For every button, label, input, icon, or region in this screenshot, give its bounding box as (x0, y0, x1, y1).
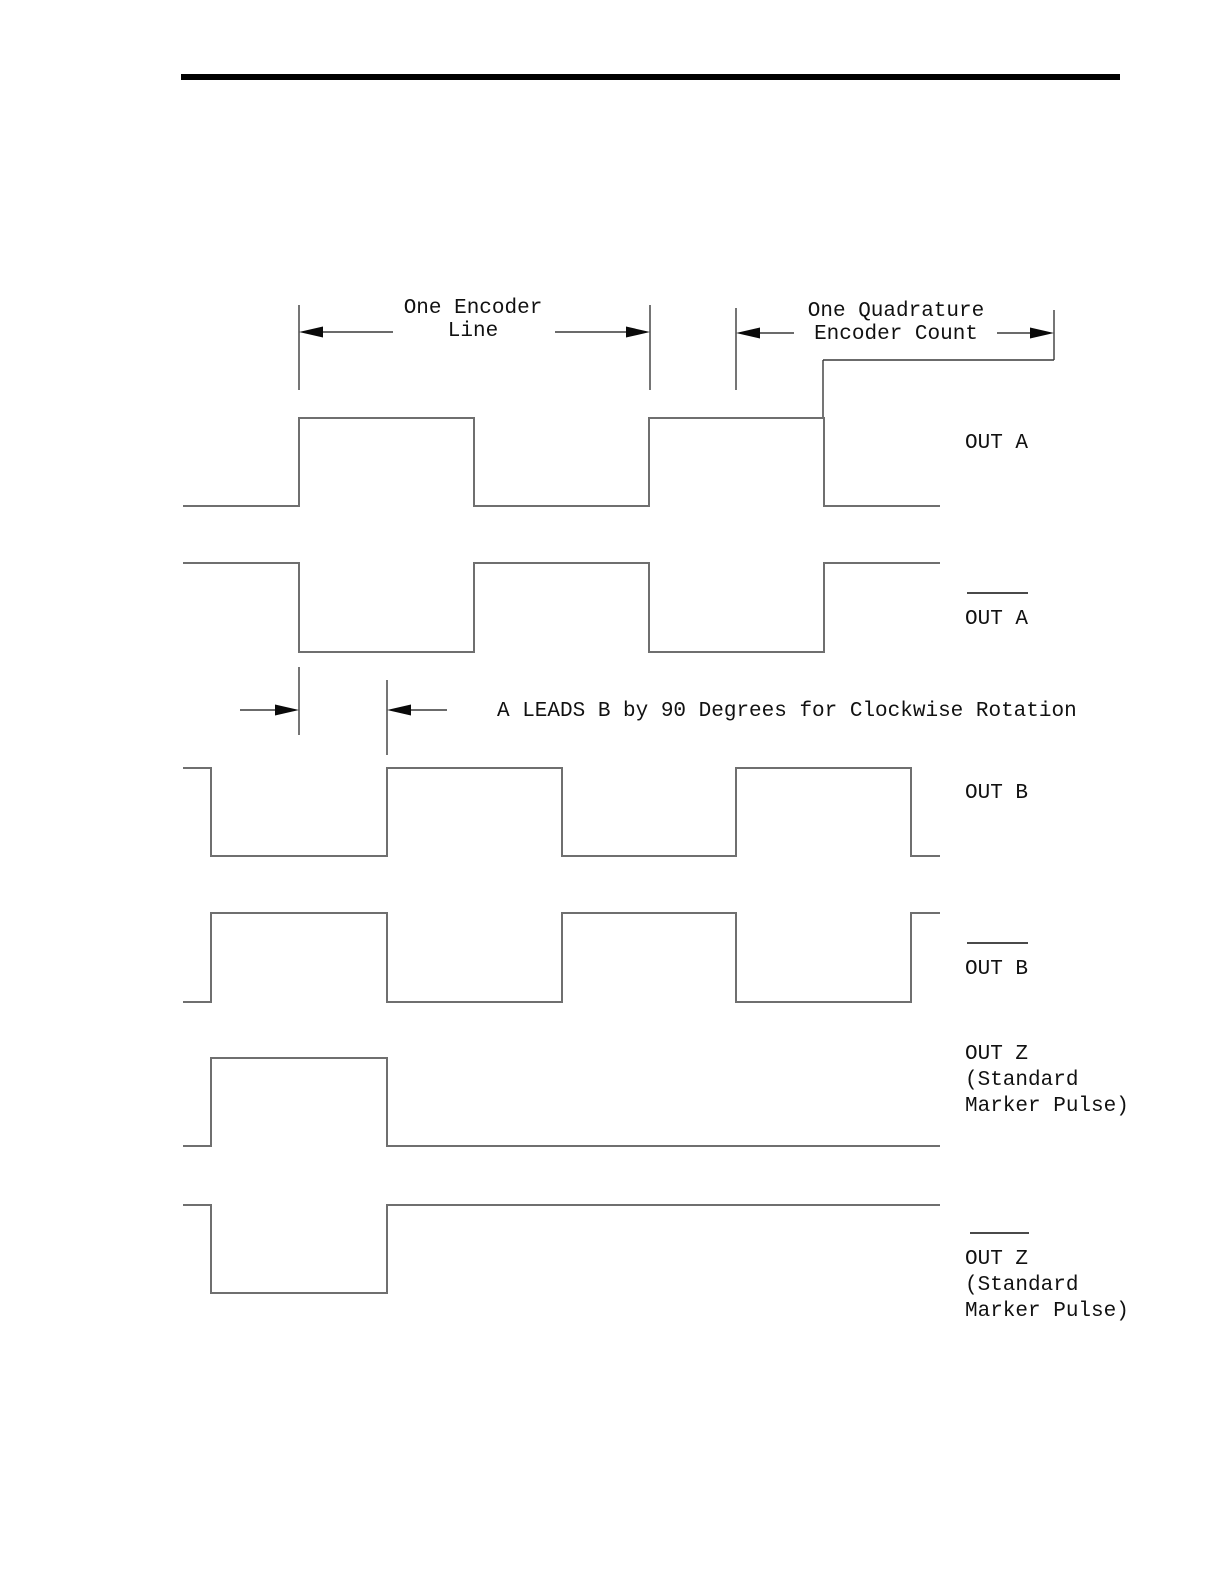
encoder-line-label-line2: Line (447, 320, 499, 343)
waveform-out-a-bar (183, 562, 940, 653)
label-out-z-bar-sub2: Marker Pulse) (965, 1300, 1129, 1323)
label-out-b-bar: OUT B (965, 958, 1029, 981)
label-out-z-sub1: (Standard (965, 1069, 1079, 1092)
label-out-a-bar-overline (967, 592, 1028, 594)
label-out-a: OUT A (965, 432, 1029, 455)
label-out-z-sub2: Marker Pulse) (965, 1095, 1129, 1118)
label-out-z-bar: OUT Z (965, 1248, 1029, 1271)
phase-arrowhead-right (387, 704, 411, 716)
label-out-z-bar-overline (970, 1232, 1029, 1234)
quad-arrowhead-right (1030, 327, 1054, 339)
quadrature-count-label-line1: One Quadrature (807, 300, 985, 323)
quadrature-count-label-line2: Encoder Count (814, 323, 978, 346)
label-out-b-bar-overline (967, 942, 1028, 944)
waveform-out-z (183, 1057, 940, 1147)
encoder-line-label-line1: One Encoder (403, 297, 543, 320)
phase-arrowhead-left (275, 704, 299, 716)
waveform-out-b-bar (183, 912, 940, 1003)
waveform-out-b (183, 767, 940, 857)
label-out-a-bar: OUT A (965, 608, 1029, 631)
page-top-rule (181, 74, 1120, 80)
waveform-out-a (183, 417, 940, 507)
quad-arrowhead-left (736, 327, 760, 339)
label-out-b: OUT B (965, 782, 1029, 805)
encoder-line-arrowhead-left (299, 326, 323, 338)
waveform-out-z-bar (183, 1204, 940, 1294)
encoder-line-arrowhead-right (626, 326, 650, 338)
label-out-z-bar-sub1: (Standard (965, 1274, 1079, 1297)
phase-relationship-label: A LEADS B by 90 Degrees for Clockwise Ro… (497, 700, 1077, 723)
label-out-z: OUT Z (965, 1043, 1029, 1066)
